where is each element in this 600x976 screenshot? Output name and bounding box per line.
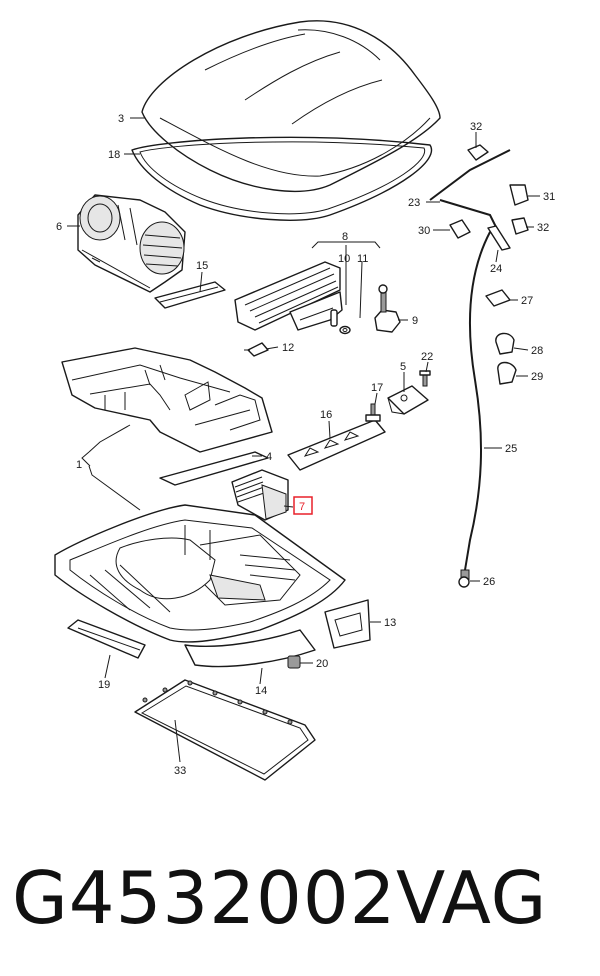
part-gasket-strip [159,451,269,486]
part-washer-11 [339,325,351,335]
part-clip-28 [495,332,515,355]
callout-29: 29 [531,371,543,383]
part-connector-12 [244,342,269,357]
exploded-parts-diagram: 3 18 6 8 10 11 15 9 12 1 4 16 17 5 22 7 … [54,20,555,781]
callout-25: 25 [505,443,517,455]
callout-19: 19 [98,679,110,691]
part-upper-duct-housing [61,347,273,453]
callout-30: 30 [418,225,430,237]
callout-22: 22 [421,351,433,363]
callout-28: 28 [531,345,543,357]
part-cable-23 [429,149,511,236]
part-blower-motor [77,194,186,293]
callout-27: 27 [521,295,533,307]
part-clip-30 [449,219,471,239]
callout-3: 3 [118,113,124,125]
part-cabin-filter [234,261,343,331]
callout-11: 11 [357,253,368,265]
part-housing-cover [141,20,441,193]
callout-labels: 3 18 6 8 10 11 15 9 12 1 4 16 17 5 22 7 … [56,113,555,777]
part-cover-seal [131,136,433,221]
part-number: G4532002 [12,856,397,940]
callout-8: 8 [342,231,348,243]
callout-1: 1 [76,459,82,471]
part-filter-strip [154,281,226,309]
part-clip-29 [497,361,517,385]
callout-9: 9 [412,315,418,327]
part-screw-22 [419,370,431,387]
part-blower-resistor [231,469,289,521]
callout-31: 31 [543,191,555,203]
callout-24: 24 [490,263,502,275]
part-frame-19 [67,619,146,659]
callout-32-top: 32 [470,121,482,133]
callout-14: 14 [255,685,267,697]
part-holder-27 [485,289,511,307]
part-gasket-33 [134,679,316,781]
brand-name: VAG [396,856,548,940]
part-clip-20 [287,655,301,669]
callout-32-bottom: 32 [537,222,549,234]
part-bolt-17 [365,403,381,422]
callout-4: 4 [266,451,272,463]
part-clip-32-bottom [511,217,529,235]
callout-7-highlighted: 7 [299,501,305,513]
part-clip-32-top [467,144,489,161]
callout-6: 6 [56,221,62,233]
part-nut-26 [458,576,470,588]
part-insert-13 [324,599,371,649]
callout-33: 33 [174,765,186,777]
part-cable-end-24 [487,225,511,251]
part-bracket-16 [287,419,386,471]
part-clip-10 [330,309,338,327]
part-clip-31 [509,184,529,206]
callout-10: 10 [338,253,350,265]
part-bottom-seal [184,629,316,668]
callout-18: 18 [108,149,120,161]
callout-16: 16 [320,409,332,421]
highlight-box [293,496,313,515]
part-sensor [374,284,401,333]
callout-15: 15 [196,260,208,272]
leader-lines [67,117,540,763]
callout-20: 20 [316,658,328,670]
callout-17: 17 [371,382,383,394]
callout-23: 23 [408,197,420,209]
part-bowden-cable-25 [460,231,491,581]
part-lower-housing [54,504,346,643]
callout-26: 26 [483,576,495,588]
callout-12: 12 [282,342,294,354]
callout-13: 13 [384,617,396,629]
part-bracket-plate-5 [387,385,429,415]
callout-5: 5 [400,361,406,373]
